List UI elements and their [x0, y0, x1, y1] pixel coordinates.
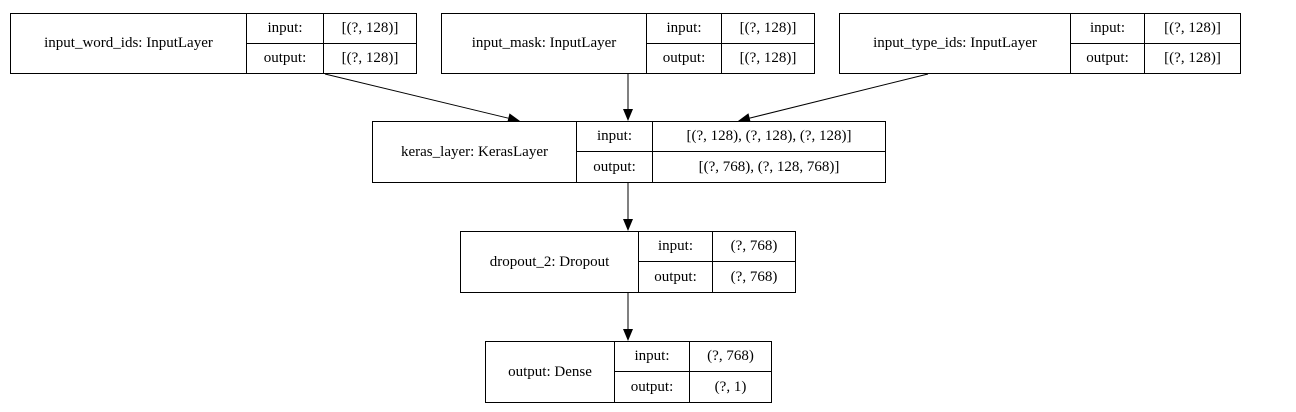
- output-shape: (?, 768): [730, 268, 778, 285]
- node-name: dropout_2: Dropout: [461, 232, 639, 292]
- output-key: output:: [639, 262, 713, 292]
- input-key: input:: [1071, 14, 1145, 44]
- output-key: output:: [647, 43, 722, 73]
- input-key: input:: [615, 342, 690, 372]
- node-dropout-2: dropout_2: Dropout input: (?, 768) outpu…: [460, 231, 796, 293]
- node-output-dense: output: Dense input: (?, 768) output: (?…: [485, 341, 772, 403]
- arrowhead-icon: [623, 109, 633, 121]
- node-input-mask: input_mask: InputLayer input: [(?, 128)]…: [441, 13, 815, 74]
- input-shape: [(?, 128), (?, 128), (?, 128)]: [653, 122, 885, 152]
- edge-keras_layer-to-dropout_2: [623, 183, 633, 231]
- node-name: input_word_ids: InputLayer: [11, 14, 247, 73]
- input-key: input:: [577, 122, 653, 152]
- input-shape: (?, 768): [690, 342, 771, 372]
- output-key: output:: [577, 152, 653, 182]
- arrowhead-icon: [507, 113, 520, 124]
- input-shape: [(?, 128)]: [722, 14, 814, 44]
- arrowhead-icon: [623, 219, 633, 231]
- node-name: keras_layer: KerasLayer: [373, 122, 577, 182]
- edge-line: [749, 73, 929, 119]
- node-name: input_mask: InputLayer: [442, 14, 647, 73]
- output-shape: (?, 1): [714, 378, 747, 395]
- output-key: output:: [247, 43, 324, 73]
- node-input-type-ids: input_type_ids: InputLayer input: [(?, 1…: [839, 13, 1241, 74]
- node-name: input_type_ids: InputLayer: [840, 14, 1071, 73]
- output-shape: [(?, 768), (?, 128, 768)]: [698, 158, 840, 175]
- output-shape: [(?, 128)]: [341, 49, 399, 66]
- node-keras-layer: keras_layer: KerasLayer input: [(?, 128)…: [372, 121, 886, 183]
- arrowhead-icon: [623, 329, 633, 341]
- output-key: output:: [615, 372, 690, 402]
- input-shape: (?, 768): [713, 232, 795, 262]
- edge-input_mask-to-keras_layer: [623, 74, 633, 121]
- edge-dropout_2-to-output: [623, 293, 633, 341]
- output-shape: [(?, 128)]: [1164, 49, 1221, 66]
- input-key: input:: [639, 232, 713, 262]
- input-shape: [(?, 128)]: [1145, 14, 1240, 44]
- arrowhead-icon: [738, 113, 751, 123]
- output-key: output:: [1071, 43, 1145, 73]
- input-shape: [(?, 128)]: [324, 14, 416, 44]
- node-input-word-ids: input_word_ids: InputLayer input: [(?, 1…: [10, 13, 417, 74]
- output-shape: [(?, 128)]: [739, 49, 797, 66]
- edge-input_word_ids-to-keras_layer: [324, 73, 520, 124]
- edge-line: [324, 73, 509, 119]
- input-key: input:: [647, 14, 722, 44]
- input-key: input:: [247, 14, 324, 44]
- edge-input_type_ids-to-keras_layer: [738, 73, 929, 123]
- node-name: output: Dense: [486, 342, 615, 402]
